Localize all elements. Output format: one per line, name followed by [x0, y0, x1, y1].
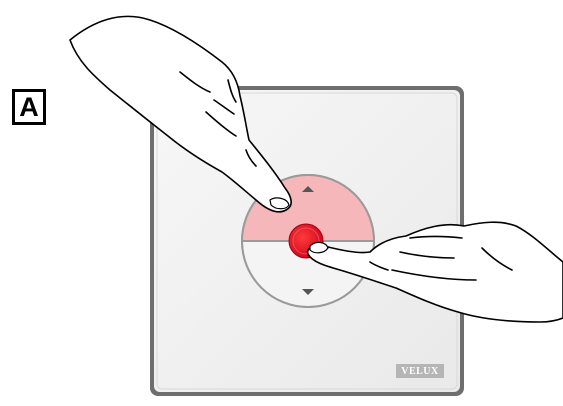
brand-logo: VELUX [396, 364, 444, 378]
step-label: A [12, 89, 46, 125]
